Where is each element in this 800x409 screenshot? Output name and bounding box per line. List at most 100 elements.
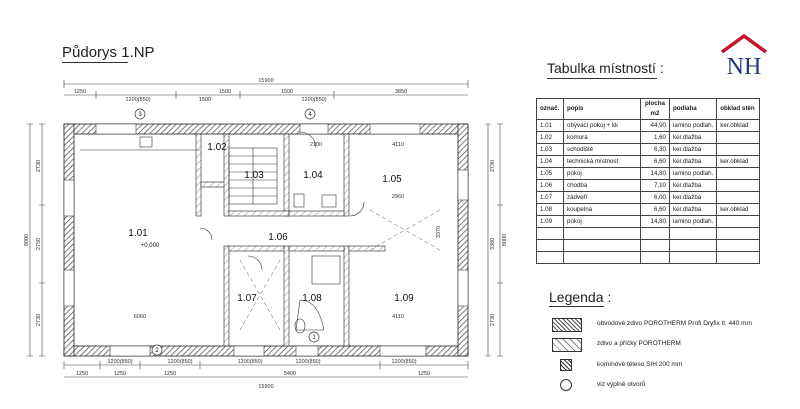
legend-text: zdivo a příčky POROTHERM: [597, 340, 681, 347]
cell-wall-tiles: [716, 215, 761, 228]
cell-id: 1.09: [536, 215, 564, 228]
cell-description: koupelna: [563, 203, 641, 216]
table-title-underline: [547, 78, 657, 79]
cell-description: zádveří: [563, 191, 641, 204]
dim-left-1: 2730: [36, 160, 42, 172]
dim-inner-6060: 6060: [134, 314, 146, 320]
dim-inner-2960: 2960: [392, 194, 404, 200]
dim-right-2: 3380: [490, 238, 496, 250]
table-row-empty: [536, 251, 761, 264]
dim-top-4: 3850: [395, 89, 407, 95]
window-openings: [63, 123, 469, 357]
dim-right-3: 2730: [490, 314, 496, 326]
dim-bottom-overall: 15900: [258, 384, 273, 390]
dim-top-mark-2: 1500: [199, 97, 211, 103]
cell-wall-tiles: [716, 191, 761, 204]
cell-description: komora: [563, 131, 641, 144]
chimney-swatch-icon: [560, 359, 572, 371]
room-1-09-label: 1.09: [394, 293, 414, 304]
dim-bottom-mark-1: 1200(850): [107, 359, 132, 365]
room-1-01-level: +0,000: [141, 243, 160, 249]
col-header-id: označ.: [536, 98, 564, 120]
dim-right-overall: 8000: [502, 234, 508, 246]
cell-description: technická místnost: [563, 155, 641, 168]
cell-area: 6,60: [640, 203, 670, 216]
dim-top-1: 1250: [74, 89, 86, 95]
dim-left-overall: 8000: [24, 234, 30, 246]
plan-title-underline: [62, 62, 128, 63]
nh-logo-icon: NH: [720, 34, 768, 78]
dim-left-3: 2730: [36, 314, 42, 326]
cell-area: 6,30: [640, 143, 670, 156]
dim-top-mark-1: 1200(850): [125, 97, 150, 103]
dim-right-1: 2730: [490, 160, 496, 172]
cell-floor: ker.dlažba: [668, 203, 718, 216]
dim-inner-4110-b: 4110: [392, 314, 404, 320]
dim-bottom-5: 1250: [418, 371, 430, 377]
legend-text: komínové těleso SIH 200 mm: [597, 361, 683, 368]
dim-inner-2100: 2100: [310, 142, 322, 148]
logo-text: NH: [727, 54, 762, 78]
cell-floor: ker.dlažba: [668, 191, 718, 204]
cell-description: obývací pokoj + kk: [563, 119, 641, 132]
cell-id: 1.04: [536, 155, 564, 168]
cell-id: 1.05: [536, 167, 564, 180]
legend-text: obvodové zdivo POROTHERM Profi Dryfix tl…: [597, 320, 752, 327]
cell-id: 1.01: [536, 119, 564, 132]
table-row-empty: [536, 227, 761, 240]
cell-description: schodiště: [563, 143, 641, 156]
circle-swatch-icon: [560, 379, 572, 391]
room-1-07-label: 1.07: [237, 293, 257, 304]
cell-description: pokoj: [563, 167, 641, 180]
cell-area: 1,60: [640, 131, 670, 144]
cell-area: 14,80: [640, 215, 670, 228]
plan-title: Půdorys 1.NP: [62, 44, 155, 61]
axis-2-label: 2: [155, 348, 159, 354]
cell-floor: ker.dlažba: [668, 131, 718, 144]
cell-wall-tiles: ker.obklad: [716, 119, 761, 132]
cell-wall-tiles: ker.obklad: [716, 155, 761, 168]
room-1-08-label: 1.08: [302, 293, 322, 304]
cell-area: 7,10: [640, 179, 670, 192]
axis-4-label: 4: [308, 112, 312, 118]
cell-floor: lamino podlah.: [668, 119, 718, 132]
axis-1-label: 1: [312, 335, 316, 341]
cell-description: chodba: [563, 179, 641, 192]
hatch-light-swatch-icon: [552, 338, 582, 352]
cell-floor: ker.dlažba: [668, 155, 718, 168]
col-header-description: popis: [563, 98, 641, 120]
cell-wall-tiles: [716, 131, 761, 144]
dim-bottom-3: 1250: [164, 371, 176, 377]
dim-inner-4110-a: 4110: [392, 142, 404, 148]
legend-title-underline: [549, 306, 604, 307]
dim-bottom-2: 1250: [114, 371, 126, 377]
dim-bottom-4: 5400: [284, 371, 296, 377]
hatch-dense-swatch-icon: [552, 318, 582, 332]
cell-floor: lamino podlah.: [668, 167, 718, 180]
room-1-05-label: 1.05: [382, 174, 402, 185]
room-1-04-label: 1.04: [303, 170, 323, 181]
dim-left-2: 2750: [36, 238, 42, 250]
cell-area: 6,60: [640, 155, 670, 168]
cell-wall-tiles: [716, 143, 761, 156]
cell-area: 6,00: [640, 191, 670, 204]
cell-area: 44,90: [640, 119, 670, 132]
dimension-lines: [27, 80, 503, 378]
interior-walls: [195, 133, 386, 347]
cell-id: 1.02: [536, 131, 564, 144]
dim-bottom-1: 1250: [76, 371, 88, 377]
exterior-walls: [63, 123, 469, 357]
cell-floor: lamino podlah.: [668, 215, 718, 228]
dim-bottom-mark-2: 1200(850): [167, 359, 192, 365]
dim-top-mark-3: 1200(850): [301, 97, 326, 103]
table-row-empty: [536, 239, 761, 252]
stair-and-fixtures: [80, 131, 365, 334]
col-header-wall-tiles: obklad stěn: [716, 98, 761, 120]
room-table: označ. popis plocha m2 podlaha obklad st…: [536, 98, 761, 264]
